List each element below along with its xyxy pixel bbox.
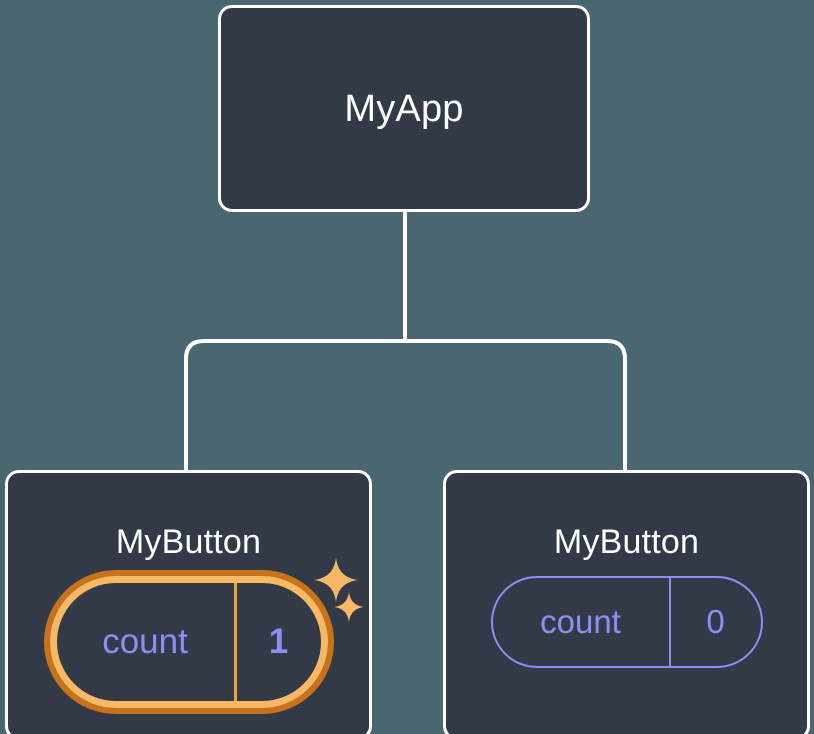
node-mybutton-left[interactable]: MyButton count 1 xyxy=(5,470,372,734)
state-value-left: 1 xyxy=(233,583,321,701)
state-pill-wrap-left: count 1 xyxy=(8,576,369,708)
node-myapp-label: MyApp xyxy=(344,88,464,130)
state-value-right: 0 xyxy=(668,578,761,666)
state-pill-right[interactable]: count 0 xyxy=(490,576,763,668)
node-myapp[interactable]: MyApp xyxy=(218,5,590,212)
state-pill-left[interactable]: count 1 xyxy=(49,576,328,708)
connector-branch-bus xyxy=(184,339,627,470)
node-mybutton-left-label: MyButton xyxy=(115,523,262,561)
state-key-left: count xyxy=(102,622,188,661)
state-pill-wrap-right: count 0 xyxy=(446,576,807,668)
state-key-right: count xyxy=(540,603,621,640)
node-mybutton-right-label: MyButton xyxy=(553,523,700,561)
node-mybutton-right[interactable]: MyButton count 0 xyxy=(443,470,810,734)
